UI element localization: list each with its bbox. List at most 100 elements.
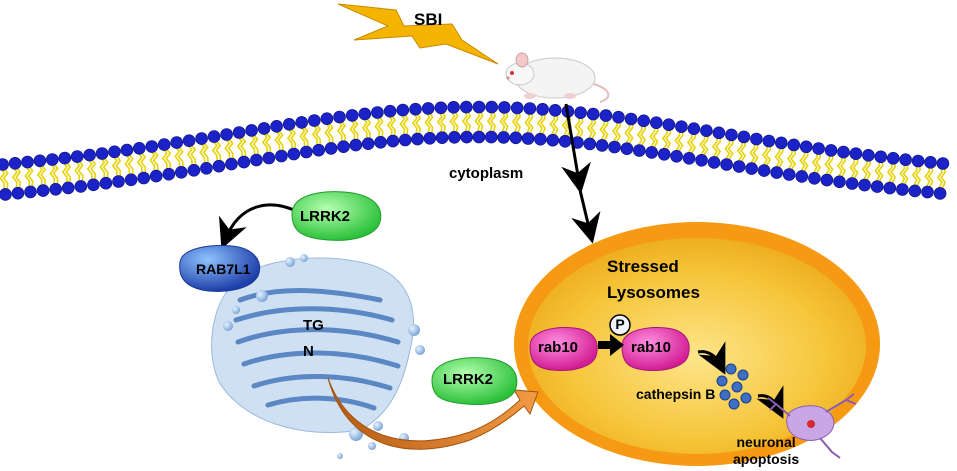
lipid-tail (77, 160, 84, 183)
activation-arrow (218, 203, 299, 250)
lipid-head (83, 148, 96, 162)
lipid-tail (774, 146, 781, 170)
lipid-tail (840, 156, 847, 179)
lipid-tail (927, 166, 934, 189)
lipid-tail (699, 134, 706, 157)
lipid-tail (836, 156, 843, 179)
lipid-tail (924, 166, 931, 189)
lightning-icon (337, 3, 499, 65)
lipid-tail (99, 156, 106, 180)
lipid-head (396, 103, 410, 117)
lipid-head (349, 138, 363, 152)
lipid-head (49, 183, 63, 196)
lipid-head (649, 116, 663, 129)
lipid-head (795, 170, 809, 183)
lipid-head (509, 131, 523, 145)
lipid-tail (899, 163, 906, 186)
lipid-head (762, 134, 776, 148)
lipid-tail (636, 124, 643, 147)
lipid-head (899, 153, 912, 166)
lipid-tail (11, 166, 18, 190)
lipid-tail (724, 138, 731, 161)
lipid-head (933, 187, 947, 200)
lipid-head (521, 132, 535, 145)
phosphorylation-arrow (598, 334, 624, 356)
lipid-head (434, 101, 448, 115)
lipid-tail (786, 148, 793, 171)
lipid-tail (465, 110, 472, 134)
lipid-head (657, 148, 671, 161)
lipid-tail (915, 164, 922, 188)
tgn-label-line2: N (303, 343, 314, 360)
lipid-tail (152, 149, 159, 173)
cathepsin-label: cathepsin B (636, 386, 716, 402)
lipid-head (586, 107, 600, 121)
lipid-tail (252, 133, 259, 157)
lipid-tail (486, 110, 493, 134)
lipid-tail (777, 146, 784, 170)
lipid-head (237, 155, 251, 169)
lipid-tail (215, 140, 222, 163)
lipid-head (624, 112, 638, 126)
lipid-tail (24, 165, 31, 188)
lipid-head (886, 152, 900, 165)
lipid-head (149, 169, 163, 183)
mouse-icon (505, 52, 610, 103)
lipid-head (207, 130, 221, 143)
lipid-head (695, 154, 708, 167)
lipid-head (333, 110, 346, 124)
lipid-head (411, 132, 424, 146)
lipid-head (924, 156, 937, 169)
lipid-tail (274, 129, 281, 153)
lipid-head (0, 158, 9, 171)
lipid-head (824, 144, 838, 157)
lipid-tail (861, 159, 868, 182)
lipid-head (787, 138, 801, 152)
lipid-tail (86, 158, 93, 181)
lipid-head (675, 120, 688, 133)
lipid-head (645, 146, 659, 159)
lipid-tail (702, 134, 709, 157)
lipid-tail (849, 157, 856, 180)
lipid-tail (940, 167, 947, 190)
lipid-tail (361, 117, 368, 140)
lipid-tail (727, 138, 734, 161)
lipid-tail (377, 116, 384, 139)
lrrk2-protein-bottom (431, 357, 518, 405)
rab10-protein-right (621, 327, 690, 371)
lipid-head (87, 178, 100, 192)
lipid-tail (249, 133, 256, 157)
lipid-tail (436, 111, 443, 134)
lipid-head (745, 162, 758, 175)
lipid-tail (186, 144, 193, 167)
lipid-head (896, 183, 909, 196)
lipid-head (36, 184, 50, 197)
tgn-label-line1: TG (303, 317, 324, 334)
lipid-tail (824, 154, 831, 177)
lipid-head (124, 173, 138, 187)
lipid-head (574, 106, 587, 119)
lipid-tail (261, 131, 269, 155)
lipid-head (162, 167, 176, 181)
phosphate-icon (609, 314, 631, 336)
lipid-tail (427, 112, 434, 135)
lipid-tail (474, 110, 481, 134)
lipid-head (225, 157, 238, 171)
lipid-tail (49, 163, 56, 186)
lipid-head (921, 185, 934, 199)
lipid-tail (511, 111, 518, 135)
lipid-head (612, 110, 625, 124)
lipid-tail (2, 168, 9, 191)
lipid-tail (90, 158, 97, 181)
translocation-arrow (327, 377, 539, 450)
lrrk2-protein-top (291, 191, 382, 241)
lipid-tail (802, 150, 809, 173)
lipid-tail (627, 122, 634, 146)
lipid-head (845, 177, 859, 190)
lipid-head (774, 136, 788, 150)
lipid-head (245, 124, 258, 137)
lipid-tail (552, 114, 559, 137)
neuronal-text: neuronal (736, 434, 796, 450)
lipid-tail (890, 162, 897, 185)
lipid-head (200, 162, 213, 175)
